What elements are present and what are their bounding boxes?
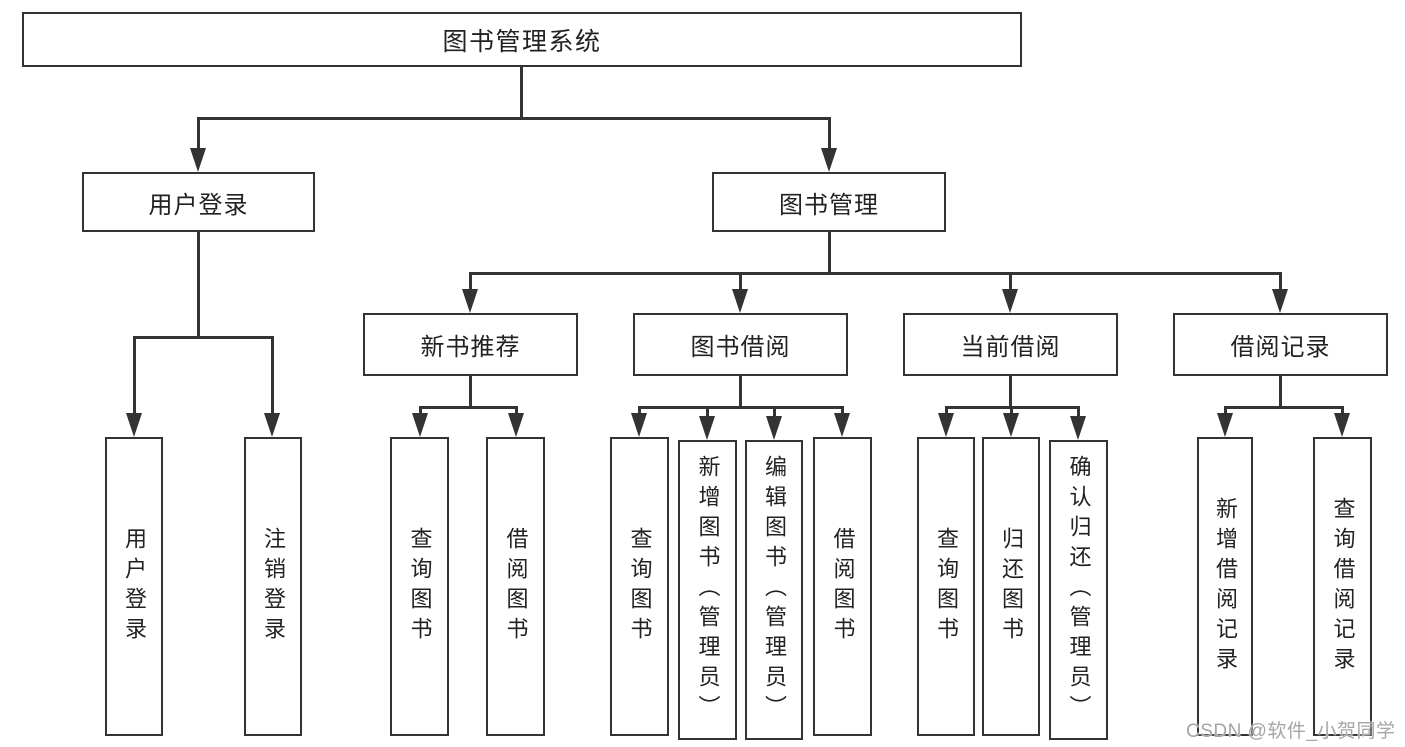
arrowhead-cb-query [938,413,954,437]
arrowhead-nbr-borrow [508,413,524,437]
connector-branch-nbr-query [419,406,422,415]
connector-branch-current-borrowing [1009,272,1012,291]
arrowhead-book-borrowing [732,289,748,313]
arrowhead-leaf-logout [264,413,280,437]
connector-branch-book-management [828,117,831,150]
node-borrowing-records: 借阅记录 [1173,313,1388,376]
leaf-label: 注销登录 [261,526,286,647]
leaf-label: 编辑图书（管理员） [762,455,787,725]
arrowhead-bb-add [699,416,715,440]
connector-branch-book-borrowing [739,272,742,291]
node-current-borrowing: 当前借阅 [903,313,1118,376]
connector-root-stem [520,67,523,117]
connector-branch-cb-return [1010,406,1013,415]
connector-branch-new-book [469,272,472,291]
connector-user-login-crossbar [133,336,273,339]
connector-branch-bb-add [706,406,709,418]
leaf-bb-borrow-books: 借阅图书 [813,437,872,736]
node-label: 图书管理 [779,191,879,219]
connector-branch-borrowing-records [1279,272,1282,291]
arrowhead-current-borrowing [1002,289,1018,313]
arrowhead-leaf-user-login [126,413,142,437]
connector-cb-stem [1009,376,1012,406]
arrowhead-user-login [190,148,206,172]
node-library-management-system: 图书管理系统 [22,12,1022,67]
connector-root-crossbar [197,117,831,120]
csdn-watermark: CSDN @软件_小贺同学 [1186,721,1396,742]
leaf-cb-return-books: 归还图书 [982,437,1040,736]
node-book-management: 图书管理 [712,172,946,232]
leaf-label: 借阅图书 [503,526,529,647]
connector-bb-crossbar [638,406,844,409]
connector-branch-leaf-user-login [133,336,136,415]
arrowhead-cb-return [1003,413,1019,437]
leaf-label: 新增借阅记录 [1213,496,1238,677]
leaf-label: 新增图书（管理员） [695,455,721,725]
arrowhead-borrowing-records [1272,289,1288,313]
connector-branch-cb-query [945,406,948,415]
leaf-br-query-record: 查询借阅记录 [1313,437,1372,736]
connector-branch-cb-confirm [1077,406,1080,418]
connector-branch-user-login [197,117,200,150]
connector-branch-bb-edit [773,406,776,418]
leaf-cb-confirm-return-admin: 确认归还（管理员） [1049,440,1108,740]
leaf-label: 确认归还（管理员） [1066,455,1092,725]
arrowhead-nbr-query [412,413,428,437]
connector-book-management-stem [828,232,831,272]
connector-nbr-stem [469,376,472,406]
leaf-user-login: 用户登录 [105,437,163,736]
leaf-nbr-query-books: 查询图书 [390,437,449,736]
node-book-borrowing: 图书借阅 [633,313,848,376]
leaf-label: 归还图书 [999,526,1024,647]
node-label: 当前借阅 [960,334,1061,361]
connector-branch-nbr-borrow [515,406,518,415]
arrowhead-bb-query [631,413,647,437]
connector-branch-leaf-logout [271,336,274,415]
node-user-login: 用户登录 [82,172,315,232]
arrowhead-book-management [821,148,837,172]
leaf-cb-query-books: 查询图书 [917,437,975,736]
connector-branch-bb-query [638,406,641,415]
arrowhead-new-book [462,289,478,313]
node-label: 图书管理系统 [442,27,602,56]
leaf-label: 查询借阅记录 [1330,496,1356,677]
connector-branch-br-query [1341,406,1344,415]
node-new-book-recommendation: 新书推荐 [363,313,578,376]
leaf-bb-add-books-admin: 新增图书（管理员） [678,440,737,740]
arrowhead-bb-edit [766,416,782,440]
leaf-br-add-record: 新增借阅记录 [1197,437,1253,736]
leaf-logout: 注销登录 [244,437,302,736]
connector-nbr-crossbar [419,406,517,409]
node-label: 用户登录 [148,191,249,219]
leaf-label: 查询图书 [934,526,959,647]
node-label: 借阅记录 [1230,334,1331,361]
leaf-label: 用户登录 [122,526,147,647]
connector-branch-bb-borrow [841,406,844,415]
leaf-nbr-borrow-books: 借阅图书 [486,437,545,736]
arrowhead-br-query [1334,413,1350,437]
leaf-label: 借阅图书 [830,526,856,647]
connector-br-stem [1279,376,1282,406]
leaf-bb-query-books: 查询图书 [610,437,669,736]
connector-branch-br-add [1224,406,1227,415]
node-label: 新书推荐 [420,334,521,361]
leaf-bb-edit-books-admin: 编辑图书（管理员） [745,440,803,740]
arrowhead-bb-borrow [834,413,850,437]
node-label: 图书借阅 [690,334,791,361]
connector-user-login-stem [197,232,200,336]
arrowhead-cb-confirm [1070,416,1086,440]
leaf-label: 查询图书 [627,526,653,647]
connector-br-crossbar [1224,406,1344,409]
connector-bb-stem [739,376,742,406]
arrowhead-br-add [1217,413,1233,437]
connector-book-management-crossbar [469,272,1281,275]
leaf-label: 查询图书 [407,526,433,647]
